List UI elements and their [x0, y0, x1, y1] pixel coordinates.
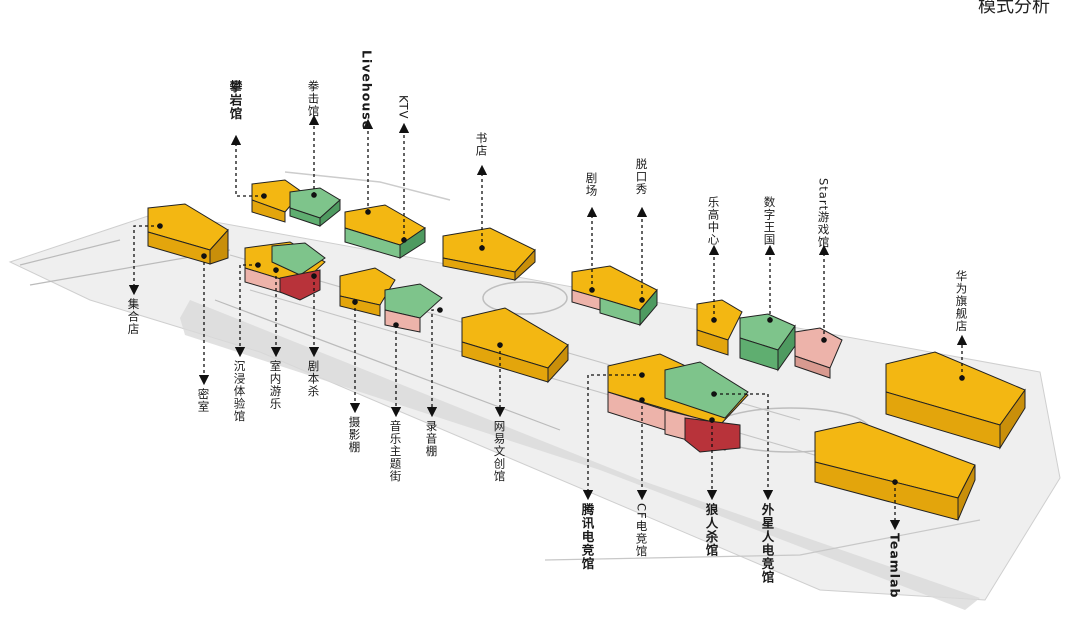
label-le-gao: 乐高中心 — [706, 196, 721, 246]
label-lu-yin-peng: 录音棚 — [424, 420, 439, 458]
label-shu-dian: 书店 — [474, 132, 489, 157]
building-shi-nei — [244, 241, 326, 301]
building-shu-zi — [739, 313, 796, 372]
label-quan-ji-guan: 拳击馆 — [306, 80, 321, 118]
label-pan-yan-guan: 攀岩馆 — [227, 80, 243, 121]
label-chen-jin: 沉浸体验馆 — [232, 360, 247, 423]
label-wang-yi: 网易文创馆 — [492, 420, 507, 483]
label-lang-ren-sha: 狼人杀馆 — [703, 503, 719, 557]
label-teng-xun: 腾讯电竞馆 — [579, 503, 595, 571]
corner-title: 模式分析 — [978, 0, 1050, 17]
building-start — [794, 327, 843, 379]
label-ktv: KTV — [396, 95, 411, 120]
label-hua-wei: 华为旗舰店 — [954, 270, 969, 333]
label-ju-ben-sha: 剧本杀 — [306, 360, 321, 398]
label-shu-zi-wang-guo: 数字王国 — [762, 196, 777, 246]
label-ji-he-dian: 集合店 — [126, 298, 141, 336]
building-shu-dian — [442, 227, 536, 282]
label-shi-nei: 室内游乐 — [268, 360, 283, 410]
building-livehouse — [344, 204, 426, 259]
label-teamlab: Teamlab — [887, 533, 903, 599]
label-tuo-kou-xiu: 脱口秀 — [634, 158, 649, 196]
building-hua-wei — [885, 351, 1026, 450]
label-ju-chang: 剧场 — [584, 172, 599, 197]
building-teamlab — [814, 421, 976, 521]
building-wang-yi — [461, 307, 569, 384]
building-music-street — [339, 267, 443, 333]
ground-plane — [8, 171, 1061, 610]
building-le-gao — [696, 299, 743, 356]
label-start-you-xi-guan: Start游戏馆 — [816, 178, 831, 249]
marker-dots — [157, 192, 965, 485]
building-ji-he-dian — [147, 203, 229, 265]
building-ju-chang — [571, 265, 658, 327]
roundabout-1 — [482, 281, 568, 315]
label-wai-xing-ren: 外星人电竞馆 — [759, 503, 775, 584]
building-quan-ji — [289, 187, 341, 228]
label-cf: CF电竞馆 — [634, 503, 649, 558]
building-esports — [607, 353, 749, 453]
leader-lines — [128, 114, 968, 531]
label-mi-shi: 密室 — [196, 388, 211, 413]
label-livehouse: Livehouse — [359, 50, 375, 131]
label-she-ying-peng: 摄影棚 — [347, 416, 362, 454]
label-yin-yue-jie: 音乐主题街 — [388, 420, 403, 483]
